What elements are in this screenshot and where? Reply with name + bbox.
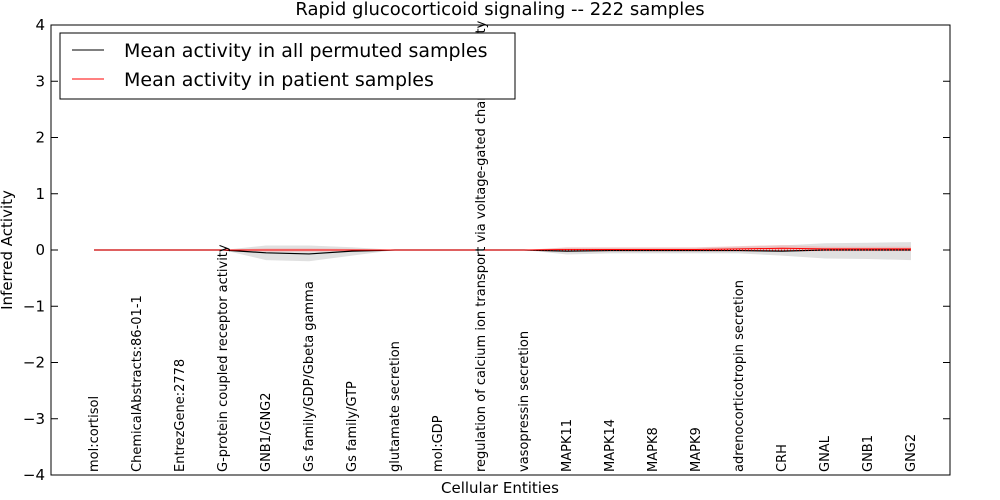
category-label: GNAL	[818, 435, 833, 472]
y-tick-label: 4	[35, 16, 45, 34]
band-series-0	[94, 242, 911, 262]
category-label: GNB1	[861, 435, 876, 472]
category-label: Gs family/GTP	[345, 381, 360, 472]
category-label: adrenocorticotropin secretion	[732, 280, 747, 472]
category-label: GNG2	[904, 434, 919, 472]
legend-box	[59, 32, 516, 100]
x-axis-title: Cellular Entities	[441, 479, 559, 497]
category-label: G-protein coupled receptor activity	[216, 244, 231, 472]
y-tick-label: 0	[35, 241, 45, 259]
legend-label-permuted: Mean activity in all permuted samples	[124, 40, 487, 62]
category-label: MAPK11	[560, 419, 575, 472]
category-label: ChemicalAbstracts:86-01-1	[130, 295, 145, 472]
category-label: regulation of calcium ion transport via …	[474, 20, 489, 472]
category-label: GNB1/GNG2	[259, 392, 274, 472]
y-tick-label: −2	[23, 354, 45, 372]
category-label: mol:GDP	[431, 415, 446, 472]
y-tick-label: −4	[23, 466, 45, 484]
category-label: glutamate secretion	[388, 341, 403, 472]
category-label: Gs family/GDP/Gbeta gamma	[302, 281, 317, 472]
category-label: EntrezGene:2778	[173, 359, 188, 472]
y-axis-ticks: 4 3 2 1 0 −1 −2 −3 −4	[23, 16, 950, 484]
category-label: CRH	[775, 444, 790, 472]
category-label: MAPK9	[689, 427, 704, 472]
category-label: mol:cortisol	[87, 396, 102, 472]
legend: Mean activity in all permuted samples Me…	[59, 32, 516, 100]
y-axis-title: Inferred Activity	[0, 190, 16, 310]
chart-title: Rapid glucocorticoid signaling -- 222 sa…	[295, 0, 704, 20]
y-tick-label: 1	[35, 185, 45, 203]
category-labels: mol:cortisol ChemicalAbstracts:86-01-1 Ent…	[87, 20, 919, 472]
legend-label-patient: Mean activity in patient samples	[124, 69, 434, 91]
y-tick-label: 2	[35, 129, 45, 147]
category-label: MAPK8	[646, 427, 661, 472]
series-lines	[94, 247, 911, 255]
y-tick-label: 3	[35, 72, 45, 90]
y-tick-label: −3	[23, 410, 45, 428]
y-tick-label: −1	[23, 297, 45, 315]
category-label: vasopressin secretion	[517, 331, 532, 472]
category-label: MAPK14	[603, 419, 618, 472]
